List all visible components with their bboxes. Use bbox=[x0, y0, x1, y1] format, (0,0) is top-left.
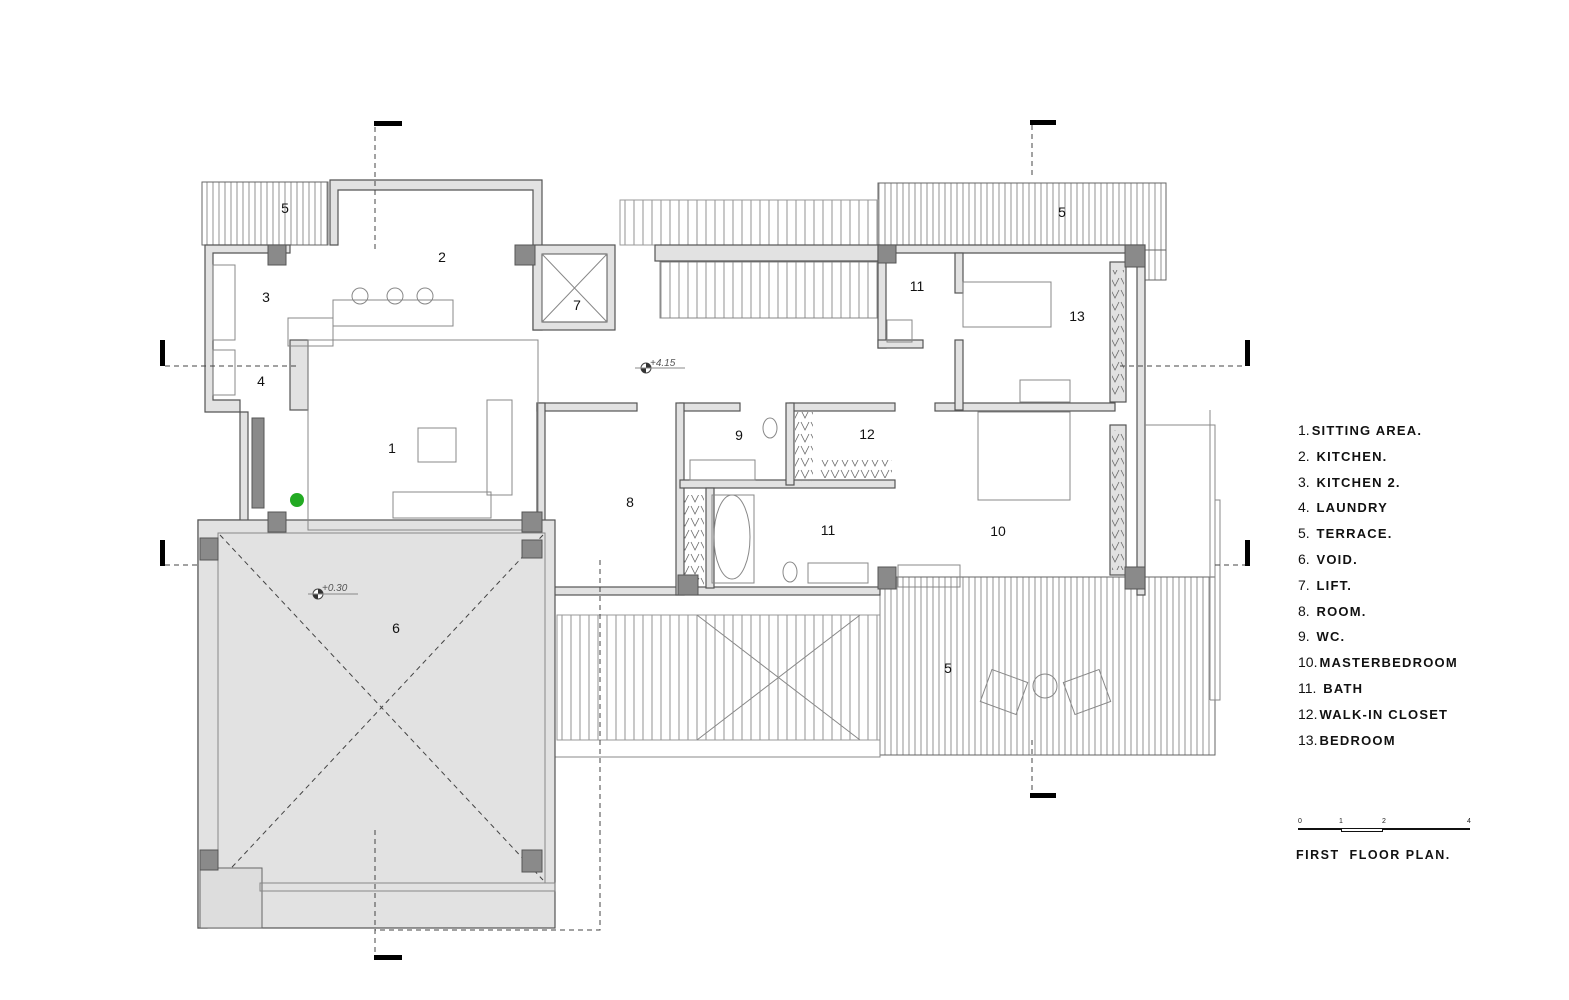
bedroom-walls bbox=[877, 244, 1146, 596]
scale-bar: 0 1 2 4 bbox=[1296, 818, 1472, 838]
legend-item: 11. BATH bbox=[1298, 679, 1364, 696]
room-label-void: 6 bbox=[392, 620, 400, 636]
section-markers bbox=[160, 120, 1250, 960]
terrace-southeast bbox=[879, 576, 1216, 756]
stair-south bbox=[556, 614, 881, 741]
stair-upper bbox=[619, 199, 879, 246]
scale-tick: 0 bbox=[1298, 818, 1302, 825]
legend-item: 3. KITCHEN 2. bbox=[1298, 473, 1401, 490]
room-label-kitchen-2: 3 bbox=[262, 289, 270, 305]
room-label-terrace: 5 bbox=[944, 660, 952, 676]
room-label-wc: 9 bbox=[735, 427, 743, 443]
room-label-laundry: 4 bbox=[257, 373, 265, 389]
level-label-upper: +4.15 bbox=[650, 358, 676, 369]
legend-item: 9. WC. bbox=[1298, 628, 1346, 645]
scale-tick: 1 bbox=[1339, 818, 1343, 825]
stair-main bbox=[659, 261, 879, 319]
legend-item: 8. ROOM. bbox=[1298, 602, 1367, 619]
room-label-masterbedroom: 10 bbox=[990, 523, 1006, 539]
terrace-northwest bbox=[201, 181, 329, 246]
legend-item: 1.SITTING AREA. bbox=[1298, 422, 1423, 438]
legend-item: 5. TERRACE. bbox=[1298, 525, 1393, 542]
terrace-northeast bbox=[877, 182, 1167, 251]
room-legend: 1.SITTING AREA. 2. KITCHEN. 3. KITCHEN 2… bbox=[1298, 422, 1458, 757]
legend-item: 12.WALK-IN CLOSET bbox=[1298, 705, 1449, 722]
legend-item: 4. LAUNDRY bbox=[1298, 499, 1388, 516]
room-label-sitting-area: 1 bbox=[388, 440, 396, 456]
void-frame bbox=[197, 519, 556, 929]
room-label-kitchen: 2 bbox=[438, 249, 446, 265]
plant-icon bbox=[290, 493, 304, 507]
interior-wall bbox=[536, 402, 638, 412]
room-label-bath: 11 bbox=[821, 522, 836, 538]
legend-item: 7. LIFT. bbox=[1298, 576, 1353, 593]
level-marker-lower: +0.30 bbox=[308, 583, 358, 600]
room-label-terrace: 5 bbox=[281, 200, 289, 216]
room-label-walk-in-closet: 12 bbox=[859, 426, 875, 442]
room-label-bedroom: 13 bbox=[1069, 308, 1085, 324]
legend-item: 13.BEDROOM bbox=[1298, 731, 1396, 748]
scale-tick: 2 bbox=[1382, 818, 1386, 825]
kitchen-walls bbox=[329, 179, 543, 331]
room-label-room: 8 bbox=[626, 494, 634, 510]
room-label-bath: 11 bbox=[910, 278, 925, 294]
plan-title: FIRST FLOOR PLAN. bbox=[1296, 848, 1451, 862]
scale-tick: 4 bbox=[1467, 818, 1471, 825]
legend-item: 6. VOID. bbox=[1298, 550, 1358, 567]
level-marker-upper: +4.15 bbox=[635, 358, 685, 374]
legend-item: 2. KITCHEN. bbox=[1298, 447, 1388, 464]
room-label-lift: 7 bbox=[573, 297, 581, 313]
room-label-terrace: 5 bbox=[1058, 204, 1066, 220]
legend-item: 10.MASTERBEDROOM bbox=[1298, 654, 1458, 671]
level-label-lower: +0.30 bbox=[322, 583, 348, 594]
structural-columns bbox=[199, 244, 1146, 873]
